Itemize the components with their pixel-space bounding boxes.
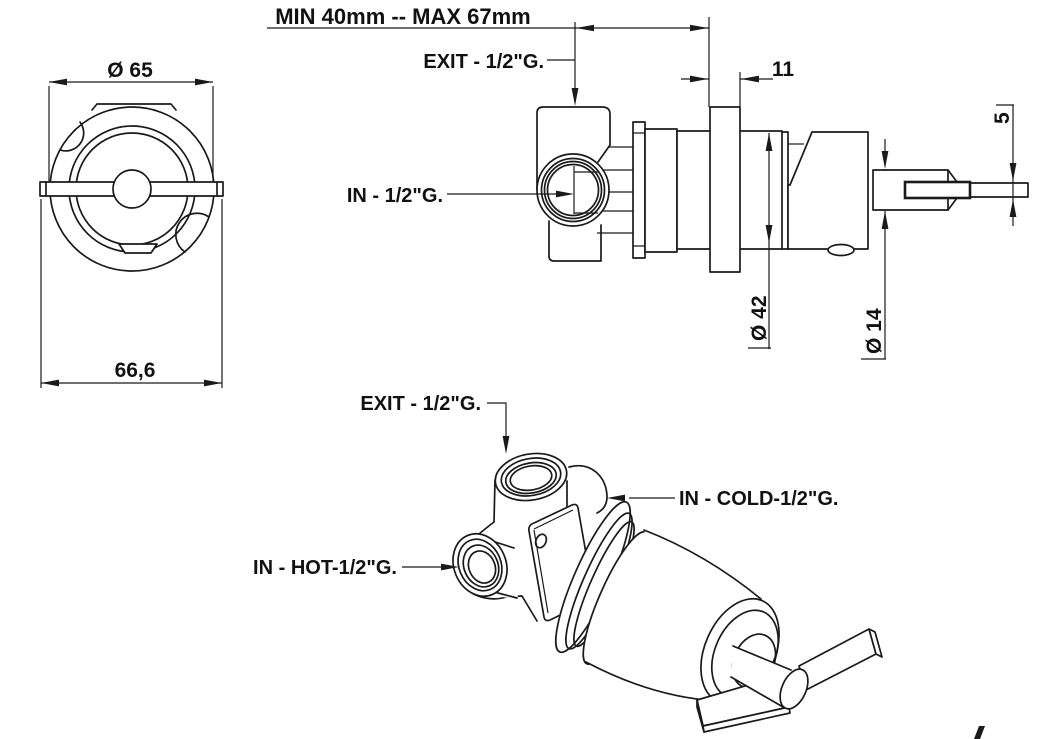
- body-diameter-dim: Ø 42: [748, 133, 773, 349]
- arrow-right: [556, 190, 574, 198]
- small-flange: [632, 121, 646, 259]
- arrow-down: [571, 88, 579, 106]
- arrow-right: [690, 75, 708, 83]
- side-in-label: IN - 1/2"G.: [347, 185, 443, 207]
- exit-port-block-lower: [548, 220, 602, 262]
- body-strip: [781, 131, 789, 250]
- handle-thickness-dim: 5: [991, 104, 1017, 226]
- arrow-left: [41, 379, 59, 387]
- body-diameter-label: Ø 42: [748, 295, 771, 341]
- arrow-up: [765, 133, 773, 151]
- cartridge-block: [787, 131, 869, 250]
- plate-thickness-dim: 11: [681, 58, 794, 107]
- stem-diameter-dim: Ø 14: [861, 139, 889, 360]
- arrow-down: [1009, 163, 1017, 181]
- plate-thickness-label: 11: [772, 58, 795, 81]
- hot-rim-bore: [467, 550, 497, 584]
- cold-port-arc: [568, 464, 608, 514]
- exit-rim-bore: [509, 464, 553, 492]
- hot-rim-outer: [452, 532, 508, 598]
- iso-hot-callout: IN - HOT-1/2"G.: [253, 557, 459, 579]
- upper-left-lug: [59, 121, 85, 152]
- depth-range-label: MIN 40mm -- MAX 67mm: [275, 4, 531, 29]
- barrel-top: [643, 529, 762, 600]
- arrow-right: [441, 563, 459, 571]
- handle-bar-side: [969, 182, 1029, 198]
- iso-exit-label: EXIT - 1/2"G.: [360, 393, 481, 415]
- inlet-port-ring1: [540, 157, 606, 223]
- arrow-down: [881, 151, 889, 169]
- depth-range-dim: MIN 40mm -- MAX 67mm: [267, 4, 710, 107]
- bore-detail: [573, 166, 598, 214]
- neck-lines: [597, 146, 633, 234]
- wall-plate: [709, 106, 741, 273]
- arrow-left: [49, 78, 67, 86]
- iso-exit-callout: EXIT - 1/2"G.: [360, 393, 510, 454]
- stem-diameter-label: Ø 14: [863, 308, 886, 354]
- front-view: Ø 65 66,6: [39, 59, 224, 388]
- wing-right: [798, 628, 877, 691]
- arrow-right: [195, 78, 213, 86]
- center-boss: [112, 169, 152, 209]
- arrow-up: [1009, 199, 1017, 217]
- inlet-port-bore: [546, 163, 600, 217]
- side-exit-callout: EXIT - 1/2"G.: [423, 51, 575, 73]
- arrow-up: [881, 211, 889, 229]
- exit-rim-ring2: [504, 461, 558, 495]
- arrow-right: [690, 24, 708, 32]
- hot-rim-ring2: [462, 544, 500, 588]
- body-section-1: [644, 128, 678, 253]
- stem-sides: [730, 645, 792, 708]
- arrow-left: [576, 24, 594, 32]
- wing-right-end-face: [868, 628, 883, 658]
- stem-fill: [731, 646, 791, 707]
- front-diameter-label: Ø 65: [107, 59, 153, 82]
- iso-hot-label: IN - HOT-1/2"G.: [253, 557, 397, 579]
- front-width-dim: 66,6: [40, 199, 223, 388]
- flange-steps: [633, 132, 645, 247]
- iso-view: EXIT - 1/2"G. IN - COLD-1/2"G. IN - HOT-…: [253, 393, 883, 733]
- arrow-left: [607, 494, 625, 502]
- inlet-port-ring2: [543, 160, 603, 220]
- top-tab: [91, 103, 177, 111]
- iso-cold-callout: IN - COLD-1/2"G.: [607, 488, 839, 510]
- hub-chamfer: [947, 169, 958, 211]
- exit-rim-ring1: [500, 457, 562, 497]
- side-view: MIN 40mm -- MAX 67mm EXIT - 1/2"G. IN - …: [267, 4, 1029, 360]
- handle-bar-slot: [903, 180, 972, 200]
- wing-left-front-face: [702, 706, 791, 733]
- bottom-tab: [118, 243, 158, 254]
- arrow-right: [204, 379, 222, 387]
- front-width-label: 66,6: [115, 359, 156, 382]
- page-corner-mark: [974, 726, 985, 739]
- arrow-down: [502, 436, 510, 454]
- lower-right-lug: [174, 212, 210, 253]
- iso-cold-label: IN - COLD-1/2"G.: [679, 488, 839, 510]
- front-diameter-dim: Ø 65: [48, 59, 214, 181]
- hub: [779, 668, 809, 710]
- bottom-screw-detail: [827, 243, 855, 257]
- handle-thickness-label: 5: [991, 112, 1014, 124]
- arrow-left: [741, 75, 759, 83]
- flange-screw-hole: [534, 533, 548, 549]
- hot-rim-ring1: [457, 538, 503, 592]
- exit-port-block: [536, 106, 611, 191]
- side-in-callout: IN - 1/2"G.: [347, 185, 574, 207]
- side-exit-label: EXIT - 1/2"G.: [423, 51, 544, 73]
- arrow-down: [765, 225, 773, 243]
